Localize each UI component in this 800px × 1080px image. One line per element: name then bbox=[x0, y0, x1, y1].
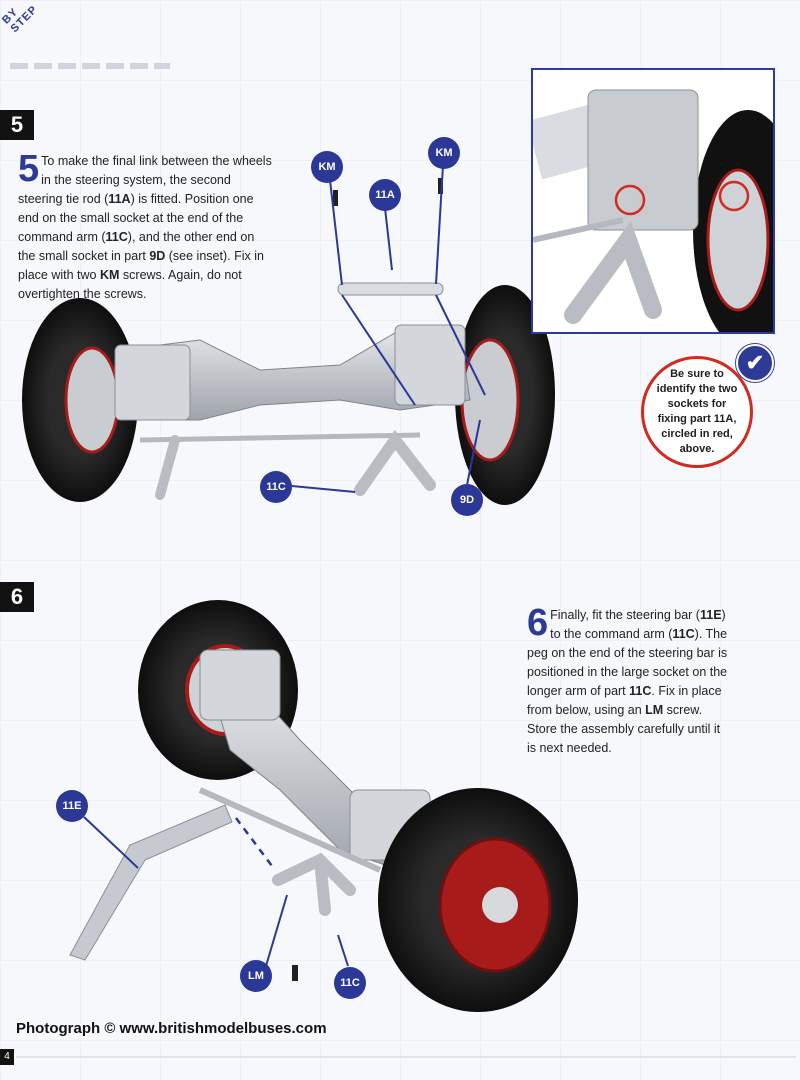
axle-beam bbox=[119, 329, 471, 421]
footer-rule bbox=[16, 1056, 796, 1058]
check-icon: ✔ bbox=[736, 344, 774, 382]
inset-socket-circle-right bbox=[718, 180, 750, 212]
part-11a-ref: 11A bbox=[108, 192, 131, 206]
part-11e-ref: 11E bbox=[699, 608, 722, 622]
step-5-axle-illustration bbox=[22, 164, 555, 505]
step-5-text-c: ), and the other end on the small socket… bbox=[18, 230, 255, 263]
step-6-number: 6 bbox=[0, 582, 34, 612]
inset-illustration bbox=[533, 89, 773, 332]
label-11a: 11A bbox=[369, 179, 401, 211]
step-6-text-e: screw. Store the assembly carefully unti… bbox=[527, 703, 721, 755]
label-km-left: KM bbox=[311, 151, 343, 183]
label-11c-step6: 11C bbox=[334, 967, 366, 999]
label-lm: LM bbox=[240, 960, 272, 992]
tip-callout: Be sure to identify the two sockets for … bbox=[641, 356, 753, 468]
step-6-instructions: 6 Finally, fit the steering bar (11E) to… bbox=[527, 602, 732, 758]
label-km-right: KM bbox=[428, 137, 460, 169]
command-arm-part bbox=[354, 429, 436, 496]
part-11c-ref-step6-b: 11C bbox=[629, 684, 652, 698]
page-number: 4 bbox=[0, 1049, 14, 1065]
part-lm-ref: LM bbox=[645, 703, 664, 717]
step-5-text-e: screws. Again, do not overtighten the sc… bbox=[18, 268, 242, 301]
photo-credit: Photograph © www.britishmodelbuses.com bbox=[16, 1020, 327, 1037]
step-5-text-d: (see inset). Fix in place with two bbox=[18, 249, 264, 282]
part-11c-ref: 11C bbox=[105, 230, 128, 244]
label-11e: 11E bbox=[56, 790, 88, 822]
step-5-text-b: ) is fitted. Position one end on the sma… bbox=[18, 192, 254, 244]
tie-rod-11a bbox=[337, 282, 444, 296]
header-dash-rule bbox=[10, 63, 170, 69]
step-6-text-b: ) to the command arm ( bbox=[550, 608, 726, 641]
step-5-number: 5 bbox=[0, 110, 34, 140]
step-5-dropcap: 5 bbox=[18, 148, 40, 190]
part-9d-ref: 9D bbox=[149, 249, 166, 263]
step-5-text-a: To make the final link between the wheel… bbox=[18, 154, 272, 206]
step-6-text-d: . Fix in place from below, using an bbox=[527, 684, 722, 717]
step-6-dropcap: 6 bbox=[527, 602, 549, 644]
steering-bar-11e bbox=[69, 804, 233, 961]
part-km-ref: KM bbox=[99, 268, 120, 282]
tip-text: Be sure to identify the two sockets for … bbox=[656, 368, 738, 455]
step-6-text-c: ). The peg on the end of the steering ba… bbox=[527, 627, 728, 698]
label-9d: 9D bbox=[451, 484, 483, 516]
inset-detail-photo bbox=[531, 68, 775, 334]
label-11c-step5: 11C bbox=[260, 471, 292, 503]
step-6-text-a: Finally, fit the steering bar ( bbox=[550, 608, 700, 622]
inset-socket-circle-left bbox=[614, 184, 646, 216]
part-11c-ref-step6: 11C bbox=[672, 627, 695, 641]
step-5-instructions: 5 To make the final link between the whe… bbox=[18, 148, 273, 304]
